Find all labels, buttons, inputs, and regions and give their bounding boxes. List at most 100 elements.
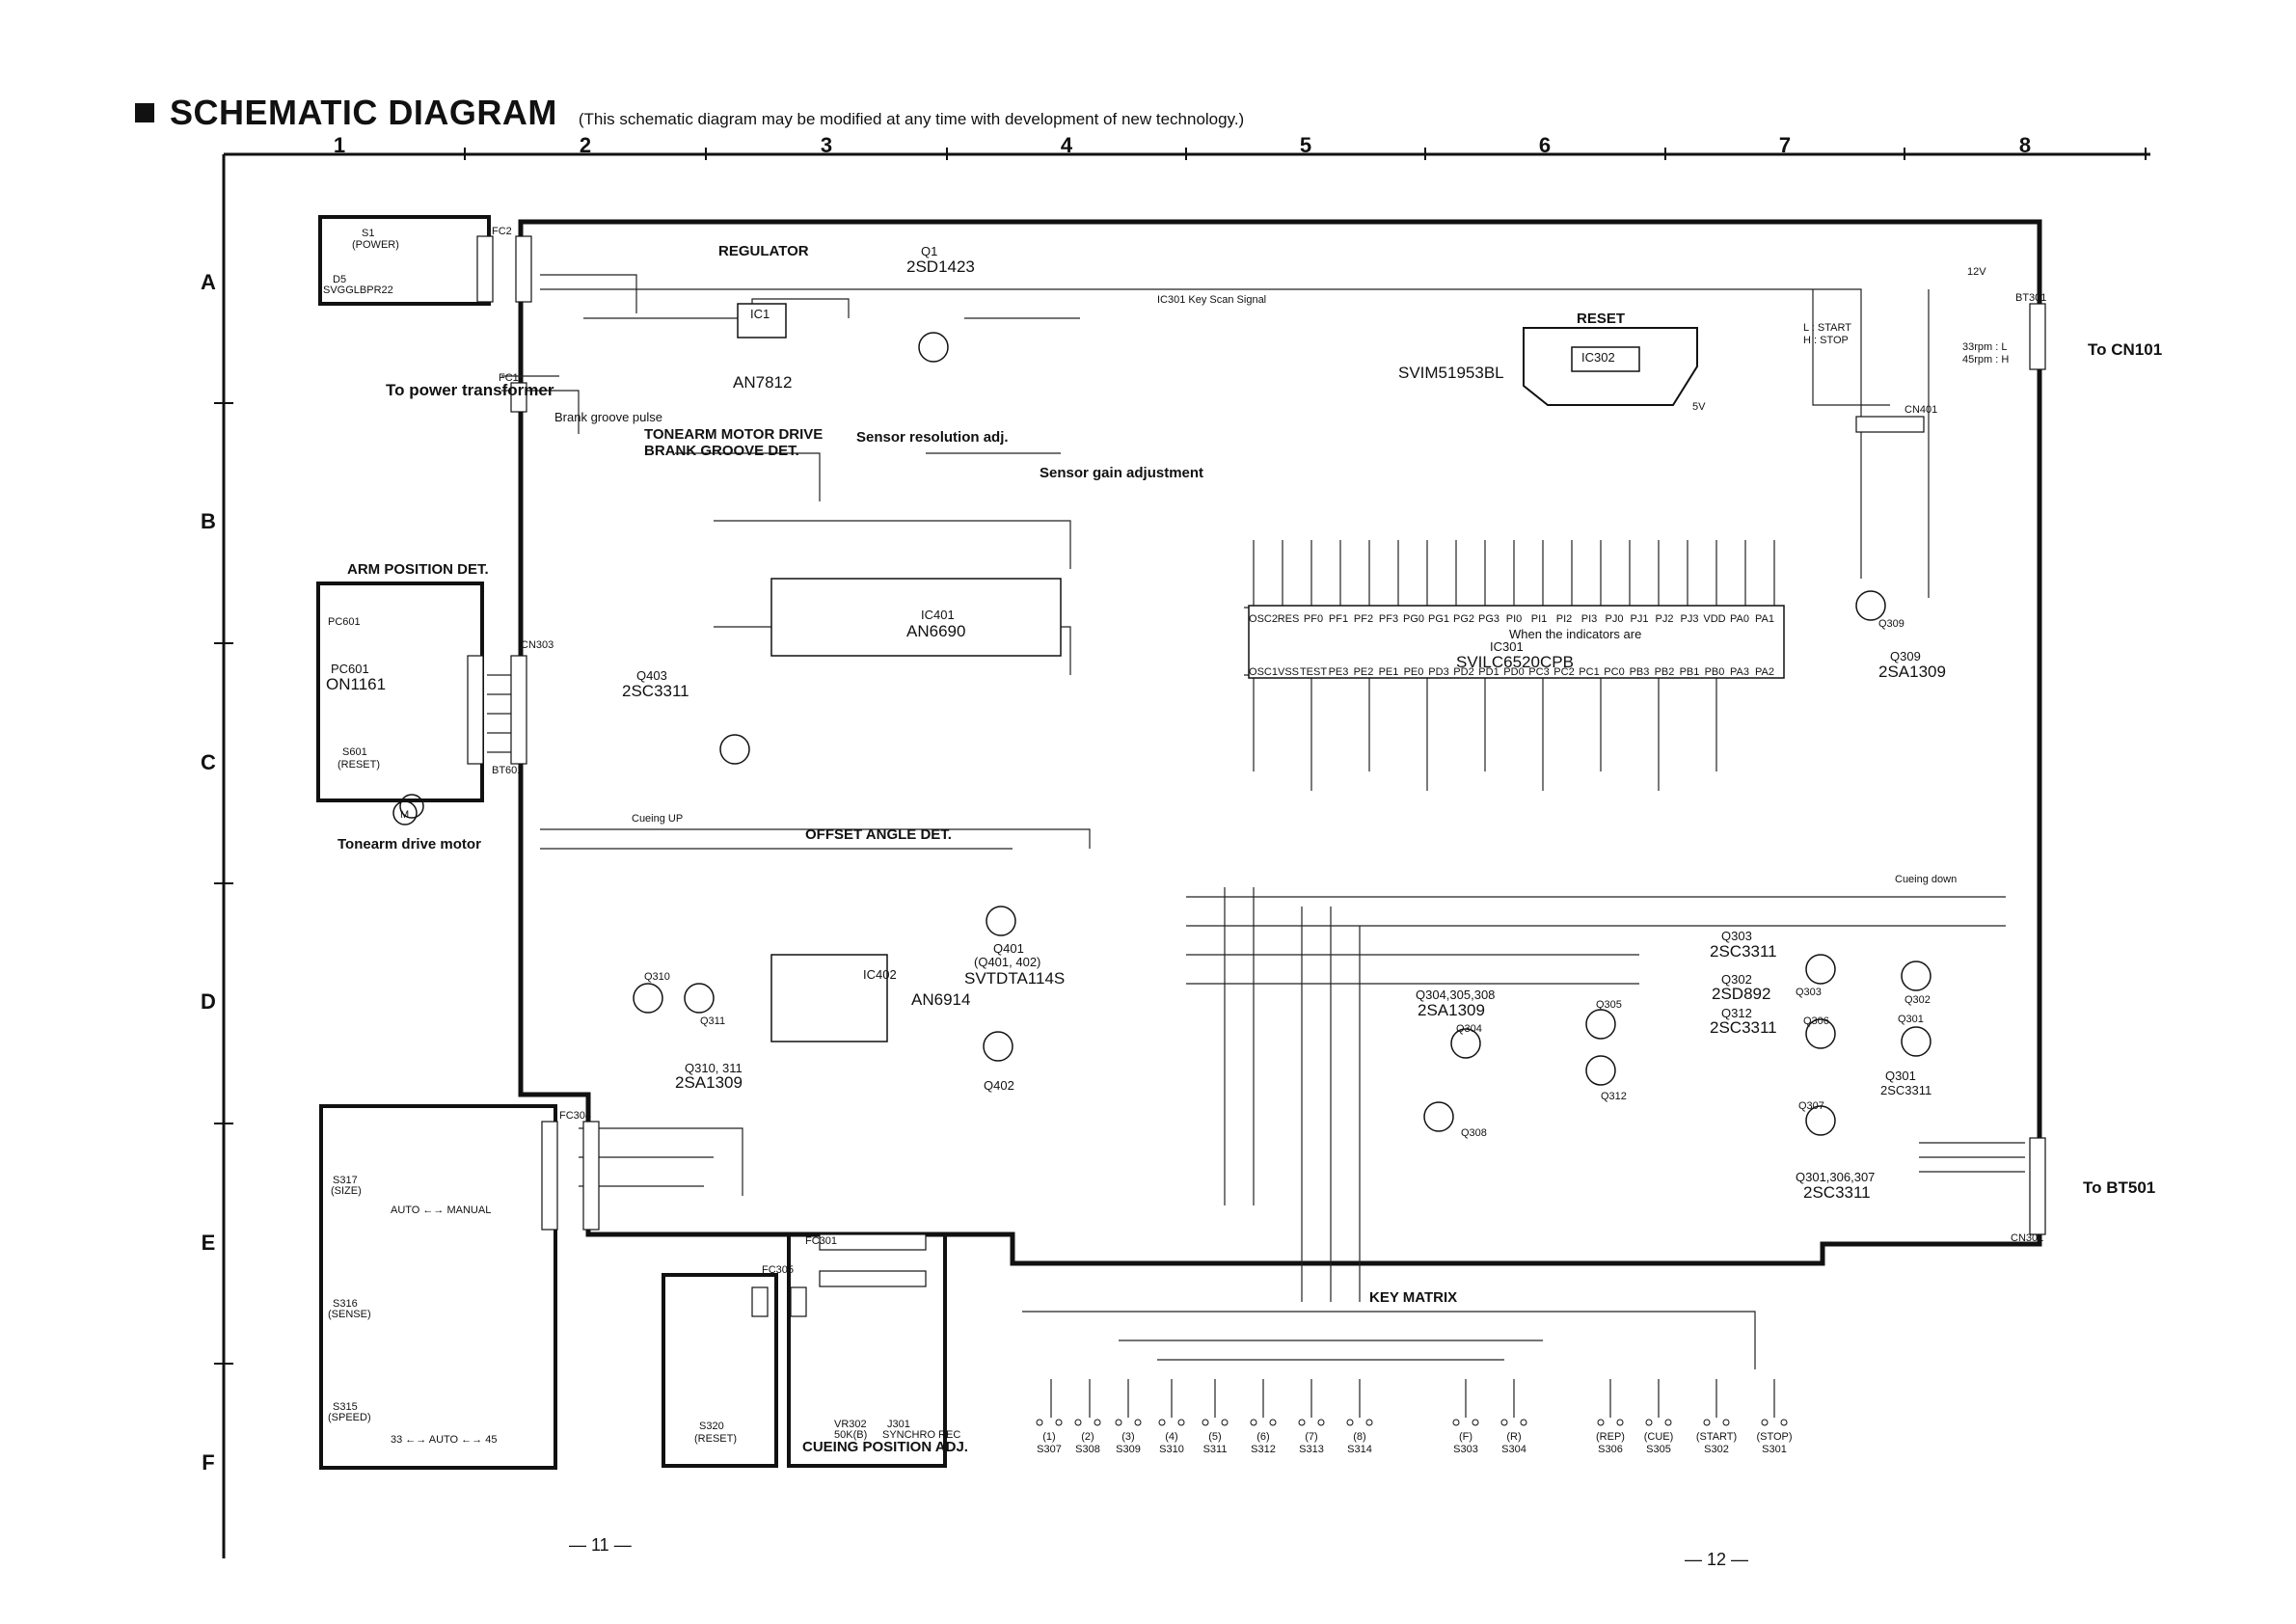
ic301-pin: PG1	[1428, 613, 1449, 625]
q304-ref: Q304	[1456, 1023, 1482, 1035]
signal-12v: 12V	[1967, 266, 1986, 278]
key-switch: (6) S312	[1250, 1419, 1277, 1455]
ic301-pin: PD0	[1503, 666, 1524, 678]
pc601-ref-2: PC601	[331, 662, 369, 676]
ic301-part: SVILC6520CPB	[1456, 653, 1574, 671]
svg-text:(REP): (REP)	[1596, 1431, 1625, 1443]
key-switch: (START) S302	[1696, 1419, 1737, 1455]
component-labels: Q1 2SD1423 IC1 AN7812 IC302 SVIM51953BL …	[323, 226, 2046, 1446]
ic301-pin: PB1	[1680, 666, 1700, 678]
q309-ref: Q309	[1878, 618, 1904, 630]
q310-311-ref: Q310, 311	[685, 1061, 743, 1075]
svg-text:(STOP): (STOP)	[1756, 1431, 1792, 1443]
q302-ref-sym: Q302	[1904, 994, 1931, 1006]
ic1-part: AN7812	[733, 373, 792, 392]
q307-ref: Q307	[1798, 1100, 1824, 1112]
key-matrix-switches: (1) S307 (2) S308 (3) S309 (4) S310 (5)	[1036, 1419, 1793, 1455]
s316-ref: S316	[333, 1298, 358, 1310]
svg-text:S302: S302	[1704, 1444, 1729, 1455]
q309-ref-2: Q309	[1890, 649, 1921, 663]
title-bullet	[135, 103, 154, 122]
label-auto-speed: 33 ←→ AUTO ←→ 45	[391, 1434, 497, 1446]
grid-row-f: F	[202, 1450, 214, 1475]
grid-col-1: 1	[334, 133, 345, 157]
q401-sub: (Q401, 402)	[974, 955, 1040, 969]
label-auto-manual: AUTO ←→ MANUAL	[391, 1204, 491, 1216]
page-number-right: — 12 —	[1685, 1550, 1748, 1569]
grid-col-7: 7	[1779, 133, 1791, 157]
label-to-power-transformer: To power transformer	[386, 381, 554, 399]
key-switch: (F) S303	[1452, 1419, 1479, 1455]
ic301-pin: PJ0	[1606, 613, 1624, 625]
s317-ref: S317	[333, 1175, 358, 1186]
ic301-pin: PA2	[1755, 666, 1774, 678]
svg-text:(3): (3)	[1121, 1431, 1134, 1443]
grid-col-3: 3	[821, 133, 832, 157]
d5-part: SVGGLBPR22	[323, 284, 393, 296]
q302-part: 2SD892	[1712, 985, 1770, 1003]
d5-ref: D5	[333, 274, 346, 285]
q301-ref: Q301	[1885, 1069, 1916, 1083]
pc601-ref: PC601	[328, 616, 361, 628]
section-regulator: REGULATOR	[718, 243, 809, 259]
key-switch: (R) S304	[1500, 1419, 1527, 1455]
signal-rpm45: 45rpm : H	[1962, 354, 2009, 365]
ic301-pin: PF1	[1329, 613, 1348, 625]
svg-text:S310: S310	[1159, 1444, 1184, 1455]
q301-ref-sym: Q301	[1898, 1014, 1924, 1025]
reset-switch-board	[662, 1273, 778, 1468]
cn401-ref: CN401	[1904, 404, 1937, 416]
ic401-ref: IC401	[921, 608, 955, 622]
ic301-pin: PJ2	[1656, 613, 1674, 625]
connector-pins	[467, 235, 2046, 1317]
label-to-bt501: To BT501	[2083, 1178, 2155, 1197]
section-arm-position-det: ARM POSITION DET.	[347, 561, 489, 578]
svg-text:S311: S311	[1203, 1444, 1228, 1455]
ic301-pin: PI3	[1581, 613, 1598, 625]
j301-ref: J301	[887, 1419, 910, 1430]
svg-text:(4): (4)	[1165, 1431, 1177, 1443]
q302-ref: Q302	[1721, 972, 1752, 987]
key-switch: (4) S310	[1158, 1419, 1185, 1455]
svg-text:(1): (1)	[1042, 1431, 1055, 1443]
ic301-pin: PC2	[1553, 666, 1574, 678]
grid-col-4: 4	[1061, 133, 1073, 157]
ic301-pin: PA0	[1730, 613, 1749, 625]
ic301-pin: PD1	[1478, 666, 1499, 678]
q308-ref: Q308	[1461, 1127, 1487, 1139]
ic401-part: AN6690	[906, 622, 965, 640]
ic1-ref: IC1	[750, 307, 770, 321]
label-to-cn101: To CN101	[2088, 340, 2162, 359]
svg-text:S312: S312	[1251, 1444, 1276, 1455]
mode-switch-board	[319, 1104, 557, 1470]
s316-sub: (SENSE)	[328, 1309, 371, 1320]
ic301-pin: PE1	[1379, 666, 1399, 678]
ic301-chip	[1248, 605, 1785, 679]
bt301-ref: BT301	[2015, 292, 2046, 304]
main-board-outline	[518, 219, 2042, 1266]
section-tonearm-motor-drive: TONEARM MOTOR DRIVE	[644, 426, 823, 443]
fc2-ref: FC2	[492, 226, 512, 237]
q403-ref: Q403	[636, 668, 667, 683]
ic301-pin: RES	[1278, 613, 1300, 625]
key-switch: (8) S314	[1346, 1419, 1373, 1455]
ic301-pin: PG0	[1403, 613, 1424, 625]
q304-305-308-ref: Q304,305,308	[1416, 988, 1495, 1002]
ic301-pin: OSC2	[1249, 613, 1278, 625]
svg-text:(6): (6)	[1256, 1431, 1269, 1443]
section-key-matrix: KEY MATRIX	[1369, 1289, 1457, 1306]
q305-ref: Q305	[1596, 999, 1622, 1011]
signal-rpm33: 33rpm : L	[1962, 341, 2007, 353]
signal-labels: L : START H : STOP 33rpm : L 45rpm : H C…	[632, 266, 2009, 885]
signal-cueing-down: Cueing down	[1895, 874, 1957, 885]
ic301-pin: PI0	[1506, 613, 1523, 625]
ic301-pin: PB0	[1705, 666, 1725, 678]
svg-text:(START): (START)	[1696, 1431, 1737, 1443]
svg-text:M: M	[400, 809, 409, 821]
q301-306-307-part: 2SC3311	[1803, 1183, 1871, 1202]
signal-key-scan: IC301 Key Scan Signal	[1157, 294, 1266, 306]
ic301-pin: PC0	[1604, 666, 1624, 678]
q301-part: 2SC3311	[1880, 1083, 1931, 1097]
signal-5v: 5V	[1692, 401, 1706, 413]
ic301-pin: PF2	[1354, 613, 1373, 625]
